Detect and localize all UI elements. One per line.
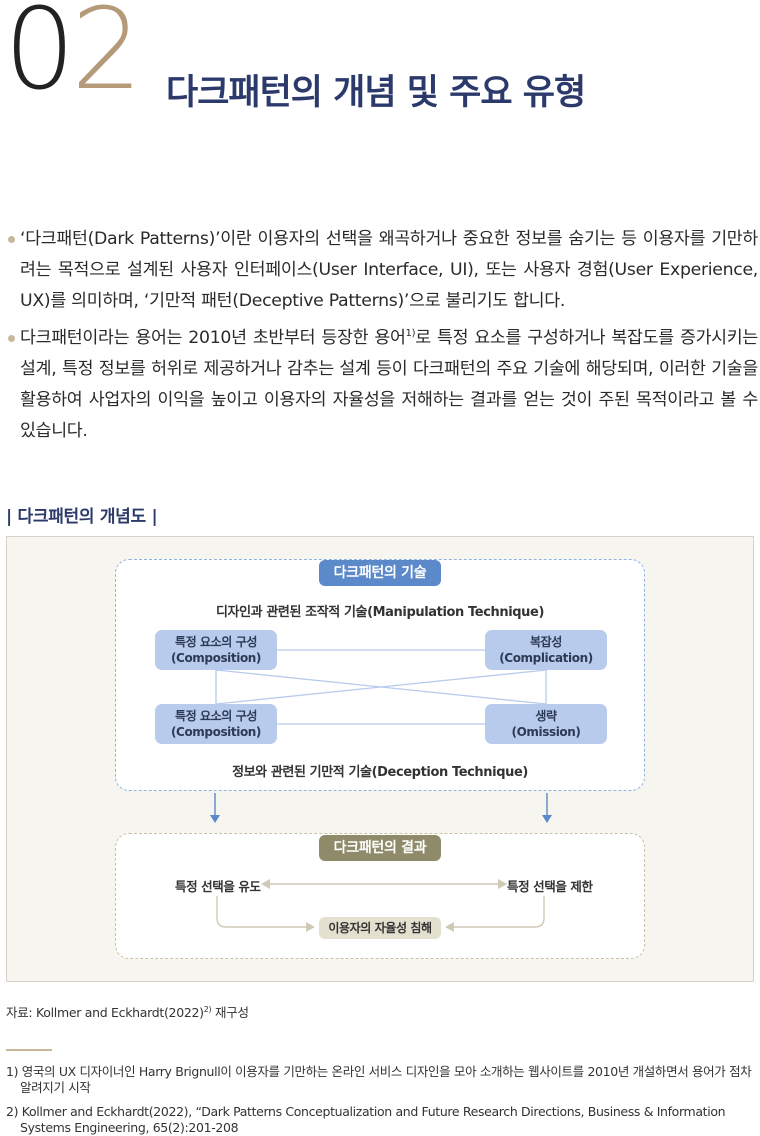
arrow-right-head-icon: [542, 815, 552, 823]
chapter-digit-two: 2: [71, 0, 142, 115]
result-induce-choice: 특정 선택을 유도: [175, 879, 261, 894]
manipulation-technique-label: 디자인과 관련된 조작적 기술(Manipulation Technique): [216, 605, 544, 620]
chapter-digit-zero: 0: [4, 0, 75, 115]
node-composition-bottom: 특정 요소의 구성 (Composition): [155, 704, 277, 744]
arrow-left-head-icon: [210, 815, 220, 823]
figure-heading: | 다크패턴의 개념도 |: [6, 507, 158, 527]
arrow-bidir-right-head-icon: [498, 879, 507, 889]
concept-diagram: 다크패턴의 기술 디자인과 관련된 조작적 기술(Manipulation Te…: [6, 536, 754, 982]
result-autonomy-infringement: 이용자의 자율성 침해: [319, 917, 441, 939]
footnote-1: 1) 영국의 UX 디자이너인 Harry Brignull이 이용자를 기만하…: [6, 1064, 752, 1095]
result-title: 다크패턴의 결과: [319, 835, 441, 861]
figure-source: 자료: Kollmer and Eckhardt(2022)2) 재구성: [6, 1004, 249, 1020]
bullet-list: ‘다크패턴(Dark Patterns)’이란 이용자의 선택을 왜곡하거나 중…: [8, 224, 758, 453]
page-title: 다크패턴의 개념 및 주요 유형: [166, 73, 586, 113]
arrow-bidir-left-head-icon: [261, 879, 270, 889]
node-omission: 생략 (Omission): [485, 704, 607, 744]
bullet-item-origin: 다크패턴이라는 용어는 2010년 초반부터 등장한 용어1)로 특정 요소를 …: [8, 323, 758, 447]
bullet-text: ‘다크패턴(Dark Patterns)’이란 이용자의 선택을 왜곡하거나 중…: [20, 229, 758, 311]
arrow-right-to-outcome: [453, 896, 545, 928]
footnote-ref-2[interactable]: 2): [203, 1004, 212, 1014]
footnote-2: 2) Kollmer and Eckhardt(2022), “Dark Pat…: [6, 1104, 726, 1135]
technique-box: [115, 559, 645, 791]
bullet-text-after: 로 특정 요소를 구성하거나 복잡도를 증가시키는 설계, 특정 정보를 허위로…: [20, 328, 758, 441]
deception-technique-label: 정보와 관련된 기만적 기술(Deception Technique): [232, 765, 528, 780]
arrow-right-to-outcome-head-icon: [445, 922, 454, 932]
bullet-dot-icon: [8, 236, 15, 243]
diagram-connectors: [210, 649, 552, 932]
technique-title: 다크패턴의 기술: [319, 560, 441, 586]
result-restrict-choice: 특정 선택을 제한: [507, 879, 593, 894]
arrow-left-to-outcome-head-icon: [306, 922, 315, 932]
footnote-ref-1[interactable]: 1): [405, 328, 416, 340]
connector-diagonal-up: [215, 669, 547, 705]
arrow-left-to-outcome: [216, 896, 307, 928]
bullet-dot-icon: [8, 335, 15, 342]
bullet-item-definition: ‘다크패턴(Dark Patterns)’이란 이용자의 선택을 왜곡하거나 중…: [8, 224, 758, 317]
chapter-number: 02: [4, 0, 143, 106]
bullet-text-before: 다크패턴이라는 용어는 2010년 초반부터 등장한 용어: [20, 328, 406, 348]
node-composition-top: 특정 요소의 구성 (Composition): [155, 630, 277, 670]
footnote-divider: [6, 1049, 52, 1051]
node-complication: 복잡성 (Complication): [485, 630, 607, 670]
